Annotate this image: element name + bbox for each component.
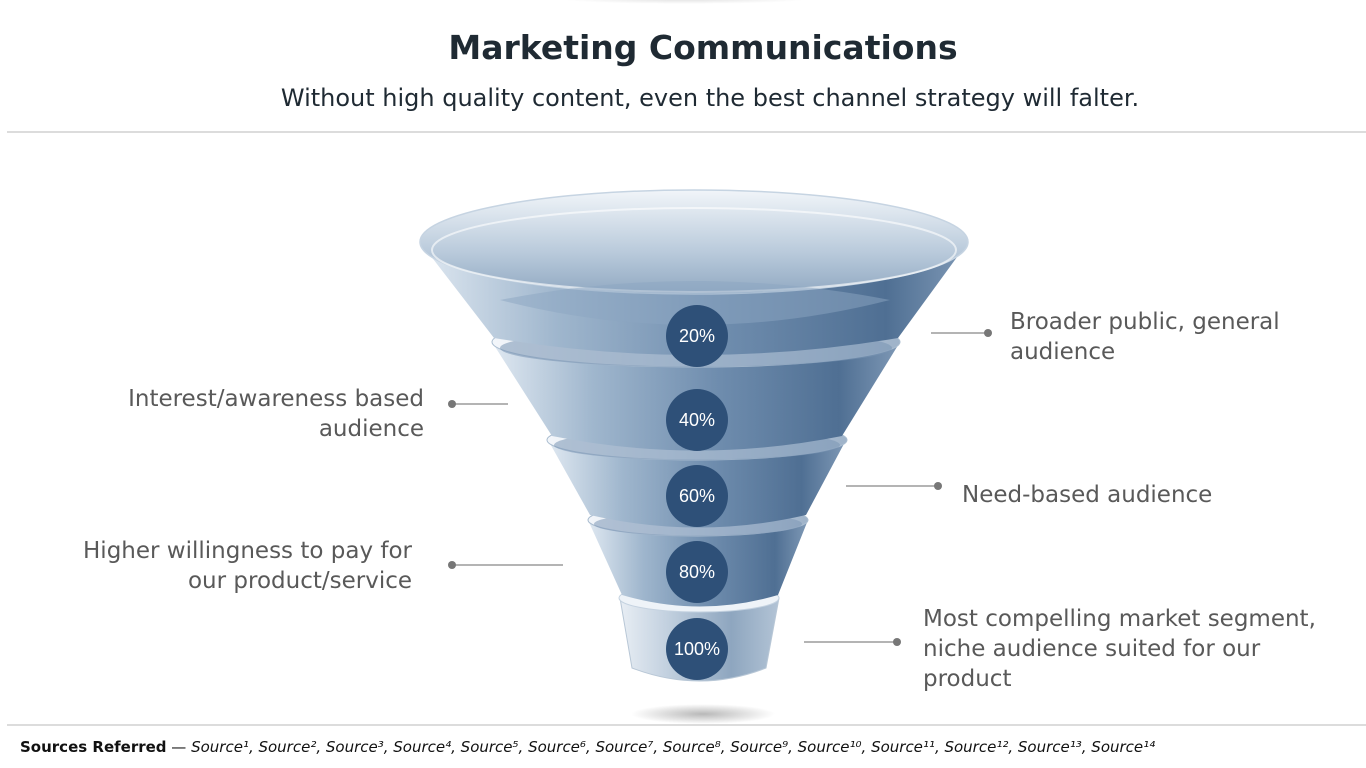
stage-label-2-line2: audience bbox=[318, 416, 424, 442]
footer-divider bbox=[7, 724, 1366, 726]
badge-40: 40% bbox=[666, 389, 728, 451]
page-title: Marketing Communications bbox=[448, 28, 958, 67]
funnel-segment-1 bbox=[419, 189, 969, 355]
stage-label-5-line2: niche audience suited for our bbox=[923, 636, 1261, 662]
badge-60-text: 60% bbox=[679, 486, 715, 506]
stage-label-3-line1: Need-based audience bbox=[962, 482, 1213, 508]
badge-20: 20% bbox=[666, 305, 728, 367]
connector-3 bbox=[846, 482, 942, 490]
sources-heading: Sources Referred bbox=[20, 738, 167, 756]
stage-label-3: Need-based audience bbox=[962, 480, 1212, 510]
stage-label-1: Broader public, general audience bbox=[1010, 307, 1280, 367]
top-shadow bbox=[560, 0, 810, 4]
stage-label-2-line1: Interest/awareness based bbox=[128, 386, 424, 412]
header-divider bbox=[7, 131, 1366, 133]
stage-label-2: Interest/awareness based audience bbox=[100, 384, 424, 444]
connector-4 bbox=[448, 561, 563, 569]
badge-20-text: 20% bbox=[679, 326, 715, 346]
stage-label-4-line2: our product/service bbox=[187, 568, 412, 594]
badge-40-text: 40% bbox=[679, 410, 715, 430]
connector-5 bbox=[804, 638, 901, 646]
stage-label-1-line1: Broader public, general bbox=[1010, 309, 1280, 335]
badge-60: 60% bbox=[666, 465, 728, 527]
badge-80: 80% bbox=[666, 541, 728, 603]
stage-label-5-line1: Most compelling market segment, bbox=[923, 606, 1316, 632]
stage-label-5: Most compelling market segment, niche au… bbox=[923, 604, 1316, 694]
badge-100: 100% bbox=[666, 618, 728, 680]
sources-list: Source¹, Source², Source³, Source⁴, Sour… bbox=[191, 738, 1156, 756]
connector-1 bbox=[931, 329, 992, 337]
sources-separator: — bbox=[166, 738, 192, 756]
connector-2 bbox=[448, 400, 508, 408]
stage-label-1-line2: audience bbox=[1010, 339, 1116, 365]
stage-label-4: Higher willingness to pay for our produc… bbox=[60, 536, 412, 596]
badge-80-text: 80% bbox=[679, 562, 715, 582]
stage-label-5-line3: product bbox=[923, 666, 1012, 692]
page-subtitle: Without high quality content, even the b… bbox=[280, 84, 1140, 112]
stage-label-4-line1: Higher willingness to pay for bbox=[83, 538, 412, 564]
funnel-shadow bbox=[631, 704, 775, 724]
badge-100-text: 100% bbox=[674, 639, 720, 659]
sources-footer: Sources Referred — Source¹, Source², Sou… bbox=[20, 738, 1155, 756]
